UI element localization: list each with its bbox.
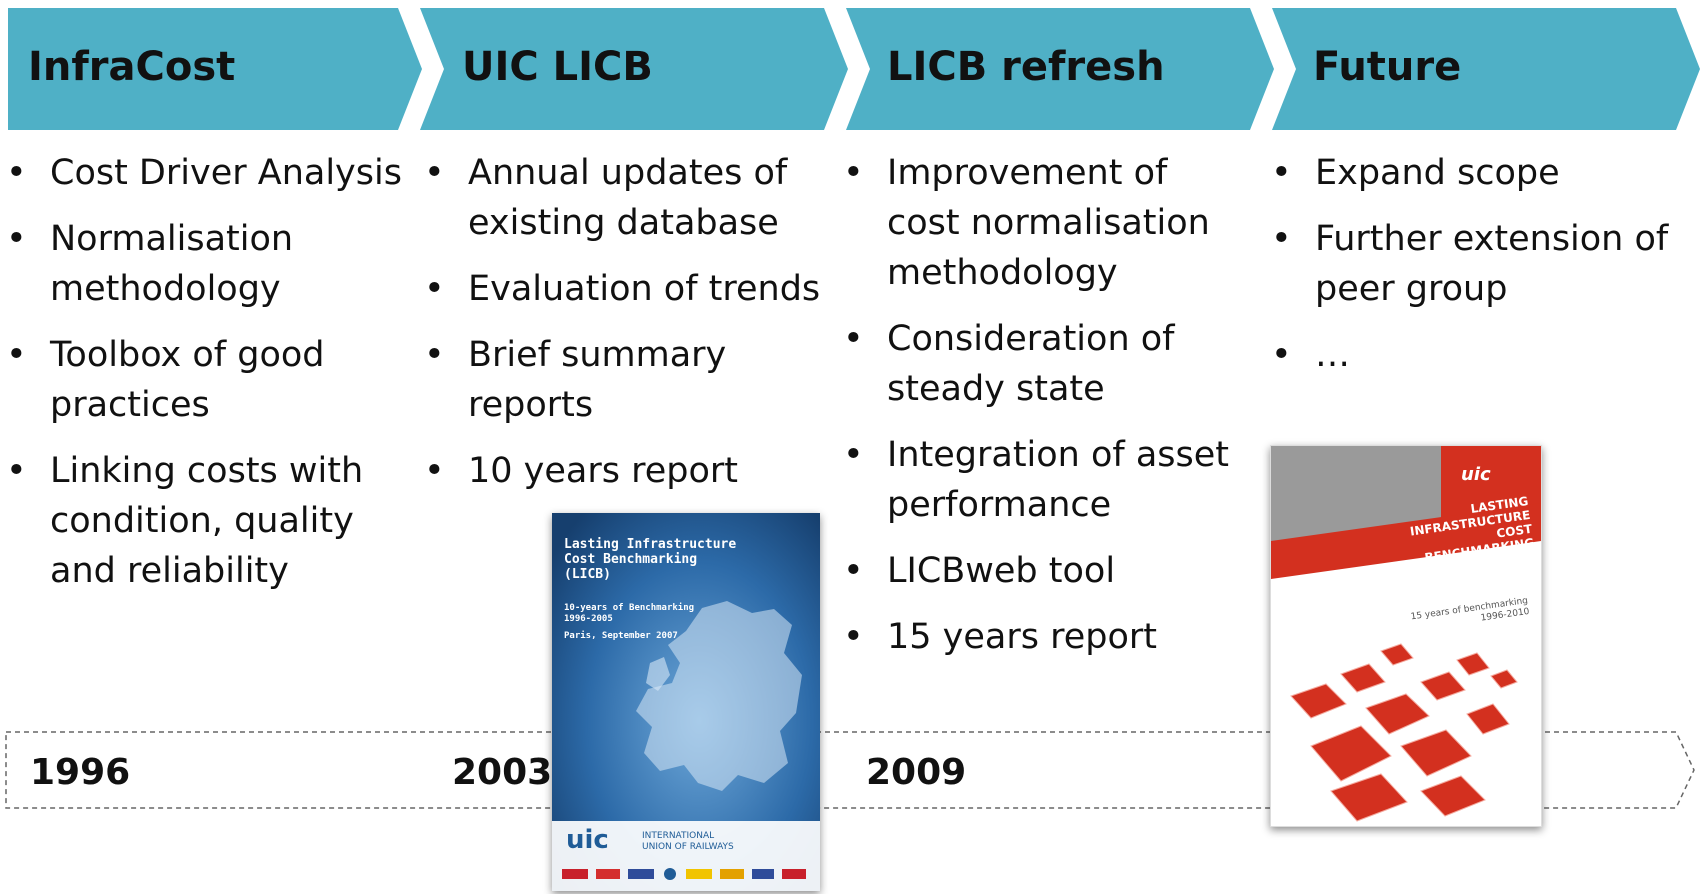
chevron-uic-licb — [420, 8, 848, 130]
future-bullets: Expand scope Further extension of peer g… — [1265, 148, 1695, 396]
uic-logo: uic — [566, 825, 609, 855]
list-item: Improvement of cost normalisation method… — [837, 148, 1232, 298]
year-2003: 2003 — [452, 752, 553, 793]
cover-place: Paris, September 2007 — [564, 631, 678, 641]
list-item: Evaluation of trends — [418, 264, 828, 314]
list-item: Brief summary reports — [418, 330, 828, 430]
cover-title-line: Lasting Infrastructure — [564, 537, 737, 552]
chevron-future — [1272, 8, 1700, 130]
list-item: 10 years report — [418, 446, 828, 496]
list-item: Consideration of steady state — [837, 314, 1232, 414]
phase-title-infracost: InfraCost — [28, 44, 236, 90]
phase-chevrons — [8, 8, 1700, 130]
list-item: … — [1265, 330, 1695, 380]
list-item: Annual updates of existing database — [418, 148, 828, 248]
partner-logos-strip — [562, 868, 806, 880]
cover-org-line: UNION OF RAILWAYS — [642, 842, 734, 852]
cover-org-line: INTERNATIONAL — [642, 831, 715, 841]
list-item: Linking costs with condition, quality an… — [0, 446, 410, 596]
list-item: Normalisation methodology — [0, 214, 410, 314]
list-item: 15 years report — [837, 612, 1232, 662]
licb-refresh-bullets: Improvement of cost normalisation method… — [837, 148, 1232, 678]
infracost-bullets: Cost Driver Analysis Normalisation metho… — [0, 148, 410, 612]
list-item: Cost Driver Analysis — [0, 148, 410, 198]
year-2009: 2009 — [866, 752, 967, 793]
report-10-years-cover: Lasting Infrastructure Cost Benchmarking… — [552, 513, 820, 891]
list-item: Integration of asset performance — [837, 430, 1232, 530]
list-item: Further extension of peer group — [1265, 214, 1695, 314]
report-15-years-cover: uic LASTING INFRASTRUCTURE COST BENCHMAR… — [1270, 445, 1542, 827]
list-item: Expand scope — [1265, 148, 1695, 198]
cover-title-line: (LICB) — [564, 567, 611, 582]
uic-logo: uic — [1461, 464, 1491, 485]
red-cubes-image — [1271, 446, 1541, 822]
chevron-licb-refresh — [846, 8, 1274, 130]
uic-licb-bullets: Annual updates of existing database Eval… — [418, 148, 828, 512]
cover-title-line: Cost Benchmarking — [564, 552, 698, 567]
europe-map-image — [552, 513, 820, 891]
list-item: Toolbox of good practices — [0, 330, 410, 430]
year-1996: 1996 — [30, 752, 131, 793]
cover-subtitle-line: 10-years of Benchmarking — [564, 603, 695, 613]
list-item: LICBweb tool — [837, 546, 1232, 596]
chevron-infracost — [8, 8, 422, 130]
phase-title-licb-refresh: LICB refresh — [887, 44, 1165, 90]
cover-subtitle-line: 1996-2005 — [564, 614, 613, 624]
phase-title-uic-licb: UIC LICB — [462, 44, 653, 90]
phase-title-future: Future — [1313, 44, 1462, 90]
